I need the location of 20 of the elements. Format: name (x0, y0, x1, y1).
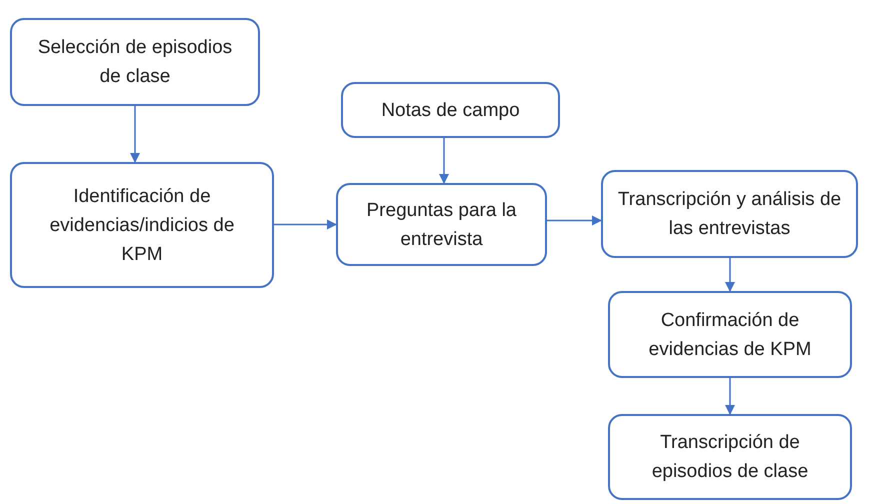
arrow (547, 216, 602, 226)
process-box (10, 18, 260, 106)
box-label: Transcripción y análisis de las entrevistas (616, 188, 842, 241)
arrow (439, 138, 449, 184)
process-box (336, 183, 547, 266)
arrow (725, 258, 735, 292)
process-box (601, 170, 858, 258)
process-box (608, 414, 852, 500)
box-label: Confirmación de evidencias de KPM (648, 308, 812, 362)
box-label: Transcripción de episodios de clase (650, 431, 810, 484)
box-label: Preguntas para la entrevista (366, 198, 518, 252)
process-box (341, 82, 560, 138)
box-label: Identificación de evidencias/indicios de KPM (48, 184, 236, 266)
arrow (274, 220, 337, 230)
process-box (10, 162, 274, 288)
process-box (608, 291, 852, 378)
arrow (130, 106, 140, 163)
arrow (725, 378, 735, 415)
box-label: Notas de campo (381, 98, 520, 122)
box-label: Selección de episodios de clase (36, 36, 234, 89)
